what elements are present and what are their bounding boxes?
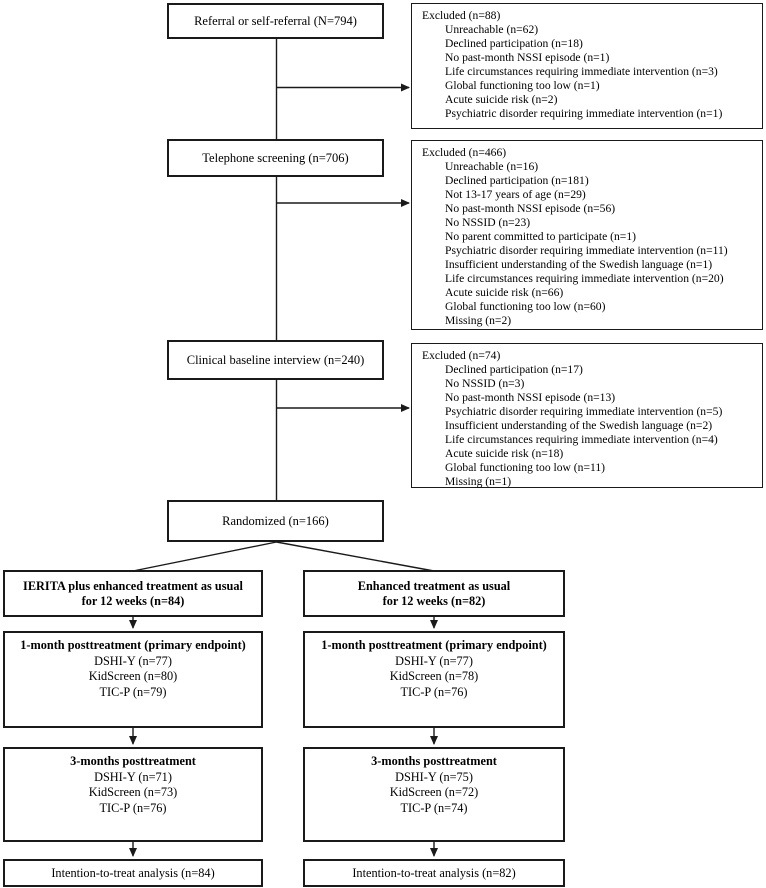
excluded-title: Excluded (n=74) — [422, 349, 501, 362]
allocation-line2: for 12 weeks (n=84) — [81, 593, 185, 608]
excluded-item: Not 13-17 years of age (n=29) — [445, 188, 586, 201]
excluded-item: Psychiatric disorder requiring immediate… — [445, 107, 723, 120]
excluded-item: Global functioning too low (n=1) — [445, 79, 600, 92]
measure: DSHI-Y (n=75) — [395, 769, 473, 784]
excluded-item: Global functioning too low (n=11) — [445, 461, 606, 474]
assessment-title: 1-month posttreatment (primary endpoint) — [321, 638, 547, 652]
excluded-item: Unreachable (n=16) — [445, 160, 539, 173]
box-allocation-ierita: IERITA plus enhanced treatment as usual … — [3, 570, 263, 617]
box-telephone-screening: Telephone screening (n=706) — [167, 139, 384, 177]
excluded-item: No past-month NSSI episode (n=56) — [445, 202, 616, 215]
box-1month-ierita: 1-month posttreatment (primary endpoint)… — [3, 631, 263, 728]
excluded-title: Excluded (n=466) — [422, 146, 507, 159]
referral-label: Referral or self-referral (N=794) — [194, 13, 357, 28]
assessment-title: 3-months posttreatment — [371, 754, 497, 768]
excluded-item: Life circumstances requiring immediate i… — [445, 65, 718, 78]
excluded-item: Psychiatric disorder requiring immediate… — [445, 405, 723, 418]
box-clinical-baseline-interview: Clinical baseline interview (n=240) — [167, 340, 384, 380]
excluded-title: Excluded (n=88) — [422, 9, 501, 22]
excluded-item: Missing (n=2) — [445, 314, 512, 327]
measure: KidScreen (n=72) — [389, 785, 479, 799]
randomized-label: Randomized (n=166) — [222, 513, 329, 528]
excluded-item: Missing (n=1) — [445, 475, 512, 488]
excluded-box-telephone: Excluded (n=466) Unreachable (n=16) Decl… — [411, 140, 763, 330]
box-3months-etau: 3-months posttreatment DSHI-Y (n=75) Kid… — [303, 747, 565, 842]
allocation-line1: IERITA plus enhanced treatment as usual — [23, 578, 243, 593]
measure: TIC-P (n=76) — [400, 684, 468, 699]
excluded-item: Declined participation (n=18) — [445, 37, 583, 50]
allocation-line1: Enhanced treatment as usual — [357, 578, 511, 593]
measure: DSHI-Y (n=71) — [94, 769, 172, 784]
measure: KidScreen (n=78) — [389, 669, 479, 683]
excluded-item: Insufficient understanding of the Swedis… — [445, 258, 713, 271]
allocation-line2: for 12 weeks (n=82) — [382, 593, 486, 608]
box-allocation-etau: Enhanced treatment as usual for 12 weeks… — [303, 570, 565, 617]
measure: DSHI-Y (n=77) — [94, 653, 172, 668]
excluded-item: Global functioning too low (n=60) — [445, 300, 606, 313]
measure: DSHI-Y (n=77) — [395, 653, 473, 668]
excluded-item: Declined participation (n=17) — [445, 363, 583, 376]
excluded-item: Acute suicide risk (n=18) — [445, 447, 564, 460]
excluded-item: No past-month NSSI episode (n=1) — [445, 51, 610, 64]
box-itt-ierita: Intention-to-treat analysis (n=84) — [3, 859, 263, 887]
measure: TIC-P (n=76) — [99, 800, 167, 815]
excluded-item: Life circumstances requiring immediate i… — [445, 433, 718, 446]
telephone-screening-label: Telephone screening (n=706) — [202, 150, 349, 165]
clinical-baseline-label: Clinical baseline interview (n=240) — [186, 352, 365, 367]
measure: KidScreen (n=80) — [88, 669, 178, 683]
excluded-item: Acute suicide risk (n=66) — [445, 286, 564, 299]
excluded-item: No NSSID (n=3) — [445, 377, 525, 390]
itt-label: Intention-to-treat analysis (n=82) — [352, 865, 516, 880]
assessment-title: 3-months posttreatment — [70, 754, 196, 768]
excluded-item: Psychiatric disorder requiring immediate… — [445, 244, 728, 257]
excluded-box-referral: Excluded (n=88) Unreachable (n=62) Decli… — [411, 3, 763, 129]
excluded-item: No past-month NSSI episode (n=13) — [445, 391, 616, 404]
box-3months-ierita: 3-months posttreatment DSHI-Y (n=71) Kid… — [3, 747, 263, 842]
box-randomized: Randomized (n=166) — [167, 500, 384, 542]
excluded-item: Acute suicide risk (n=2) — [445, 93, 558, 106]
excluded-item: No parent committed to participate (n=1) — [445, 230, 637, 243]
excluded-item: No NSSID (n=23) — [445, 216, 531, 229]
assessment-title: 1-month posttreatment (primary endpoint) — [20, 638, 246, 652]
excluded-item: Declined participation (n=181) — [445, 174, 589, 187]
measure: TIC-P (n=74) — [400, 800, 468, 815]
box-1month-etau: 1-month posttreatment (primary endpoint)… — [303, 631, 565, 728]
box-itt-etau: Intention-to-treat analysis (n=82) — [303, 859, 565, 887]
itt-label: Intention-to-treat analysis (n=84) — [51, 865, 215, 880]
measure: KidScreen (n=73) — [88, 785, 178, 799]
excluded-item: Insufficient understanding of the Swedis… — [445, 419, 713, 432]
measure: TIC-P (n=79) — [99, 684, 167, 699]
excluded-item: Life circumstances requiring immediate i… — [445, 272, 724, 285]
box-referral: Referral or self-referral (N=794) — [167, 3, 384, 39]
excluded-item: Unreachable (n=62) — [445, 23, 539, 36]
excluded-box-baseline: Excluded (n=74) Declined participation (… — [411, 343, 763, 488]
